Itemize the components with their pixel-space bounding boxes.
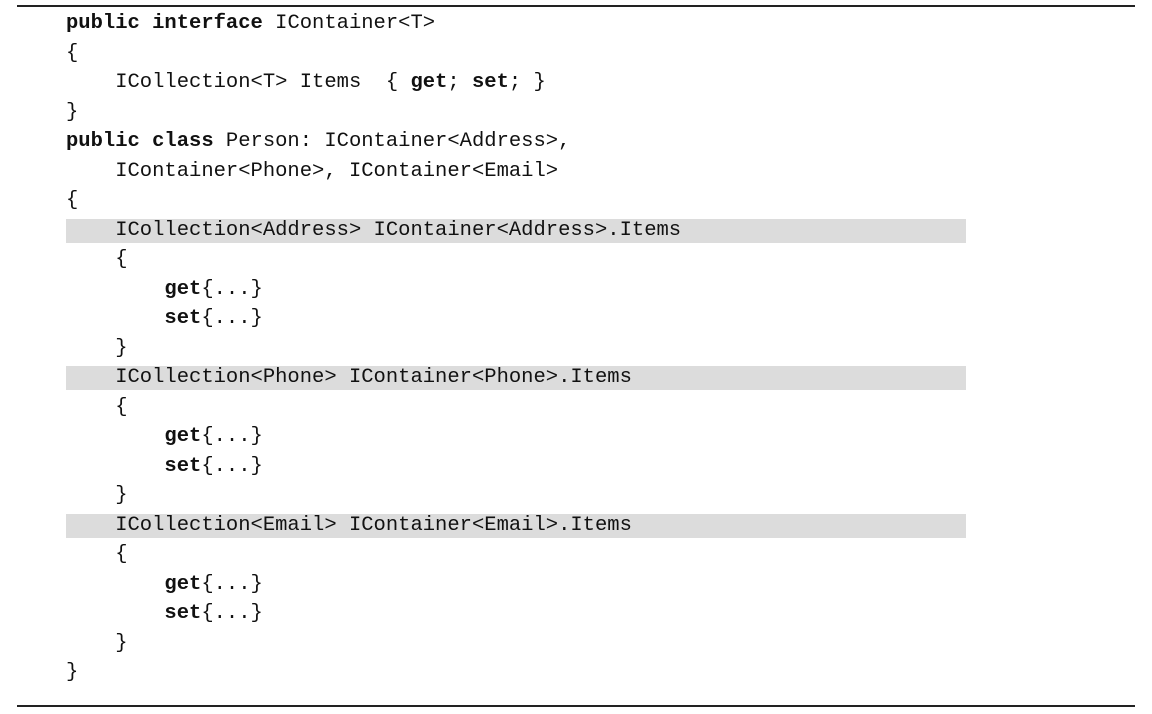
code-text xyxy=(66,425,164,448)
code-line: get{...} xyxy=(66,275,681,305)
top-rule xyxy=(17,5,1135,7)
code-line: public interface IContainer<T> xyxy=(66,9,681,39)
code-text: ; xyxy=(447,71,472,94)
code-line: { xyxy=(66,245,681,275)
code-line: ICollection<T> Items { get; set; } xyxy=(66,68,681,98)
code-line: } xyxy=(66,334,681,364)
code-line: get{...} xyxy=(66,422,681,452)
code-line: IContainer<Phone>, IContainer<Email> xyxy=(66,157,681,187)
code-text: {...} xyxy=(201,307,263,330)
highlighted-code-line: ICollection<Email> IContainer<Email>.Ite… xyxy=(66,511,967,541)
code-text xyxy=(66,278,164,301)
keyword: get xyxy=(164,425,202,448)
code-text: ; } xyxy=(508,71,546,94)
code-text: ICollection<Address> IContainer<Address>… xyxy=(66,218,682,242)
code-listing: public interface IContainer<T>{ ICollect… xyxy=(66,9,967,688)
highlighted-code-line: ICollection<Phone> IContainer<Phone>.Ite… xyxy=(66,363,967,393)
code-text: } xyxy=(66,484,128,507)
code-text: { xyxy=(66,248,128,271)
keyword: set xyxy=(164,307,202,330)
code-line: } xyxy=(66,658,681,688)
code-line: } xyxy=(66,98,681,128)
code-text xyxy=(66,307,164,330)
code-line: { xyxy=(66,393,681,423)
code-text: } xyxy=(66,631,128,655)
code-text: {...} xyxy=(201,572,263,596)
code-text: Person: IContainer<Address>, xyxy=(213,130,571,153)
keyword: set xyxy=(164,454,202,478)
code-text xyxy=(66,455,164,478)
keyword: get xyxy=(164,572,202,596)
keyword: public interface xyxy=(66,12,263,35)
code-text: {...} xyxy=(201,602,263,625)
code-text: { xyxy=(66,41,79,65)
code-text: { xyxy=(66,189,79,212)
code-text: { xyxy=(66,395,128,419)
code-line: public class Person: IContainer<Address>… xyxy=(66,127,681,157)
code-line: { xyxy=(66,39,681,69)
code-line: } xyxy=(66,481,681,511)
keyword: set xyxy=(164,602,202,625)
keyword: set xyxy=(471,71,509,94)
code-text: ICollection<T> Items { xyxy=(66,71,411,94)
code-text: } xyxy=(66,661,79,684)
code-line: get{...} xyxy=(66,570,681,600)
code-text: IContainer<T> xyxy=(262,12,436,35)
code-text: ICollection<Phone> IContainer<Phone>.Ite… xyxy=(66,366,632,389)
code-line: set{...} xyxy=(66,599,681,629)
keyword: public class xyxy=(66,130,214,153)
code-text: { xyxy=(66,543,128,566)
keyword: get xyxy=(410,71,448,94)
code-line: { xyxy=(66,186,681,216)
bottom-rule xyxy=(17,705,1135,707)
code-text: } xyxy=(66,336,128,360)
code-line: { xyxy=(66,540,681,570)
code-text xyxy=(66,573,164,596)
code-line: set{...} xyxy=(66,452,681,482)
highlighted-code-line: ICollection<Address> IContainer<Address>… xyxy=(66,216,967,246)
code-line: } xyxy=(66,629,681,659)
code-text xyxy=(66,602,164,625)
code-text: ICollection<Email> IContainer<Email>.Ite… xyxy=(66,513,632,537)
code-text: } xyxy=(66,100,79,124)
keyword: get xyxy=(164,277,202,301)
code-line: set{...} xyxy=(66,304,681,334)
code-text: IContainer<Phone>, IContainer<Email> xyxy=(66,159,559,183)
code-text: {...} xyxy=(201,277,263,301)
code-text: {...} xyxy=(201,454,263,478)
code-text: {...} xyxy=(201,425,263,448)
